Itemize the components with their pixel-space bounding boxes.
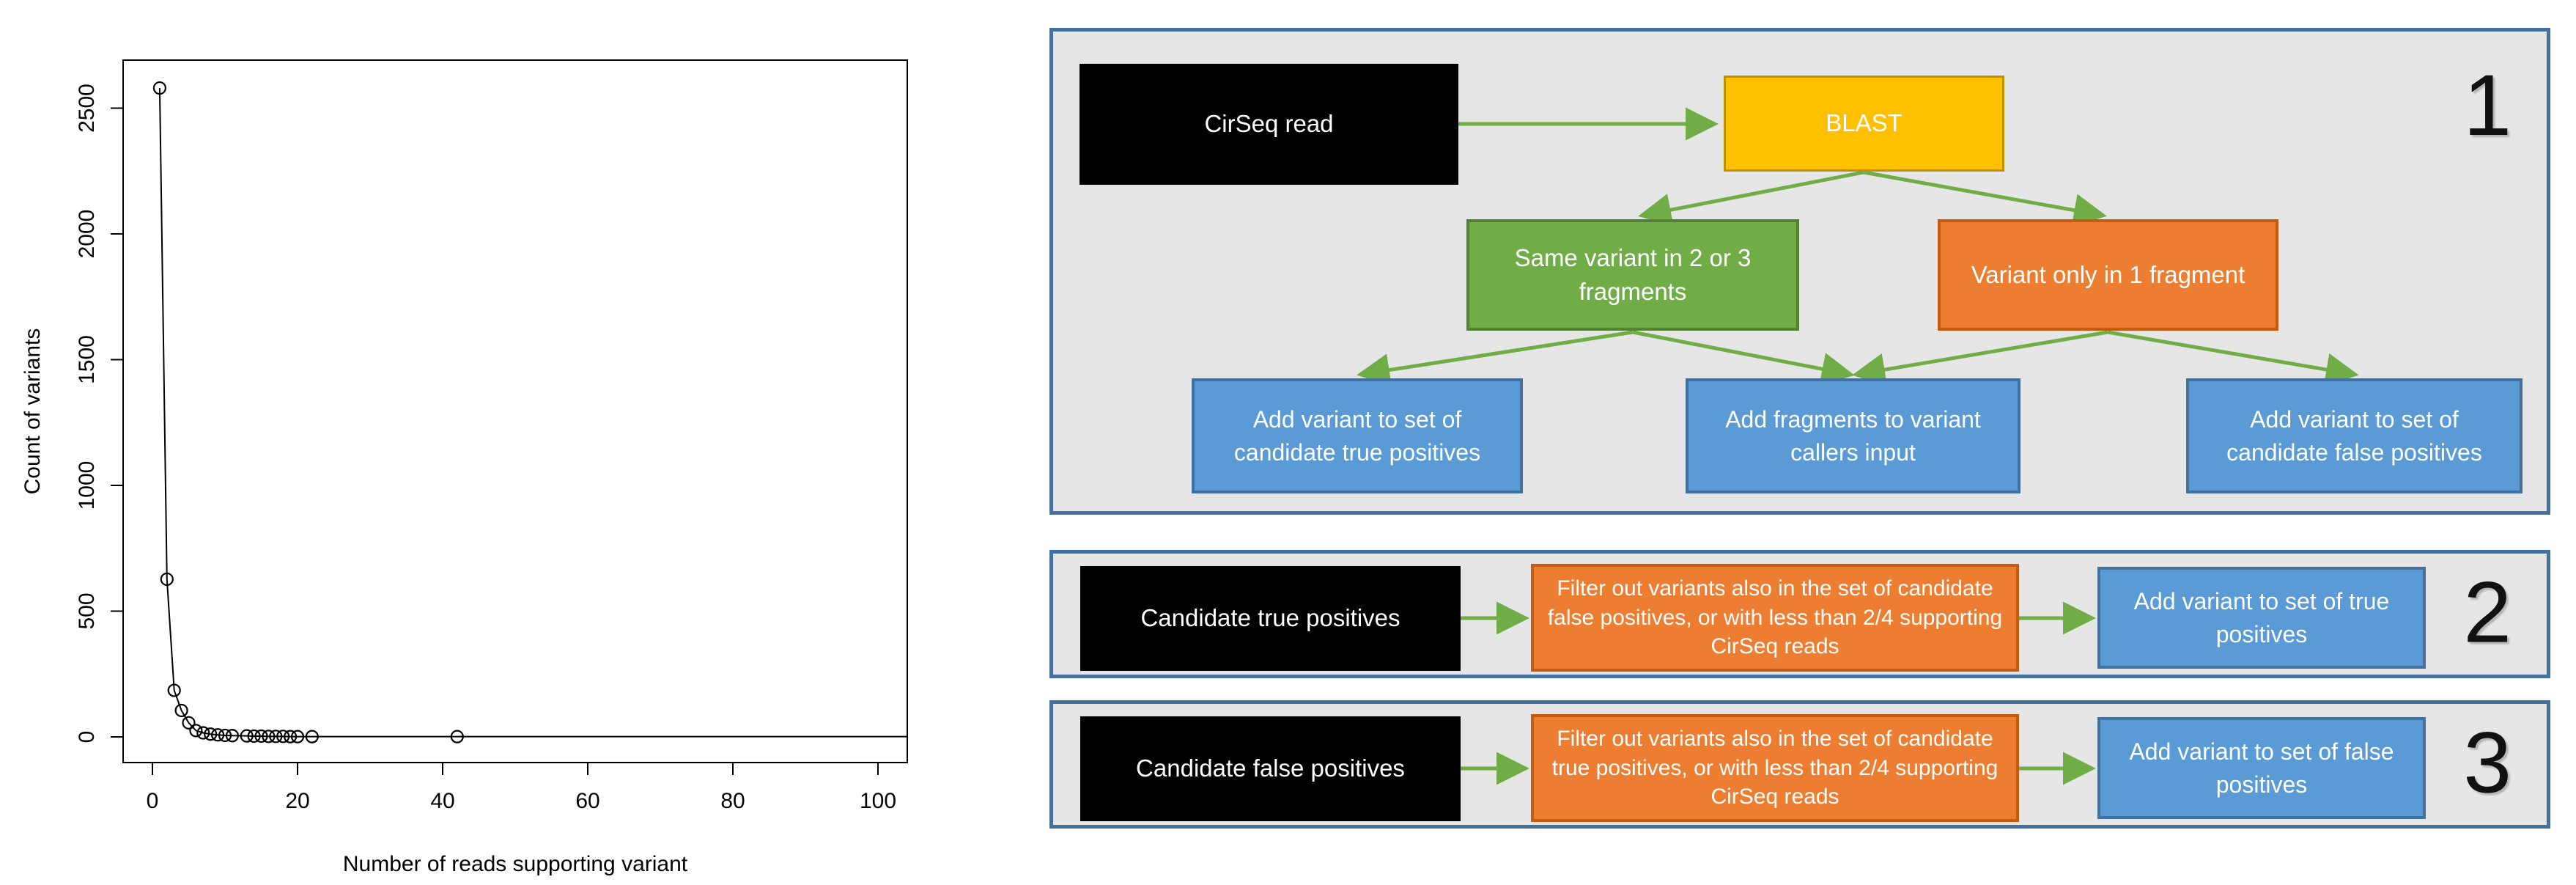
node-add-candidate-true-positives: Add variant to set of candidate true pos…: [1192, 378, 1523, 493]
data-point: [174, 703, 188, 718]
y-tick-label: 2000: [75, 210, 99, 259]
flow-panel-3: Candidate false positives Filter out var…: [1049, 700, 2550, 829]
y-tick-label: 2500: [75, 84, 99, 133]
panel-number-3: 3: [2463, 714, 2512, 812]
node-variant-only-1-fragment: Variant only in 1 fragment: [1938, 219, 2278, 331]
data-point: [305, 730, 319, 743]
arrow-branchleft-to-outcome-left: [1357, 330, 1634, 386]
data-point: [225, 729, 239, 743]
data-point: [450, 730, 464, 743]
x-tick-label: 100: [860, 789, 896, 813]
data-point: [160, 572, 174, 587]
node-candidate-true-positives: Candidate true positives: [1080, 566, 1461, 671]
data-point: [262, 730, 276, 743]
arrow-branchleft-to-outcome-mid: [1632, 330, 1855, 386]
node-cirseq-read: CirSeq read: [1080, 64, 1458, 185]
data-point: [247, 729, 261, 743]
x-axis-title: Number of reads supporting variant: [343, 852, 688, 876]
data-point: [254, 729, 268, 743]
x-tick-label: 60: [575, 789, 599, 813]
arrow-branchright-to-outcome-right: [2107, 330, 2359, 386]
data-point: [284, 730, 298, 743]
y-tick-label: 500: [75, 592, 99, 629]
x-tick-label: 80: [720, 789, 745, 813]
data-point: [152, 81, 166, 95]
node-filter-false-positives: Filter out variants also in the set of c…: [1531, 714, 2019, 822]
plot-frame: [122, 59, 908, 763]
node-same-variant-2-3-fragments: Same variant in 2 or 3 fragments: [1466, 219, 1799, 331]
data-point: [290, 730, 305, 743]
data-point: [218, 728, 232, 743]
data-point: [167, 683, 181, 697]
x-tick-label: 40: [430, 789, 454, 813]
data-point: [204, 727, 218, 741]
y-tick-label: 0: [75, 731, 99, 743]
y-tick-label: 1500: [75, 335, 99, 384]
node-add-fragments-variant-callers: Add fragments to variant callers input: [1686, 378, 2020, 493]
data-point: [276, 730, 290, 743]
data-point: [182, 716, 196, 730]
data-point: [189, 724, 203, 738]
arrow-blast-to-branch-right: [1863, 170, 2107, 227]
y-axis-title: Count of variants: [21, 328, 45, 495]
node-filter-true-positives: Filter out variants also in the set of c…: [1531, 564, 2019, 672]
data-line: [158, 88, 907, 738]
flow-panel-2: Candidate true positives Filter out vari…: [1049, 550, 2550, 678]
data-point: [269, 730, 283, 743]
node-blast: BLAST: [1724, 76, 2004, 172]
panel-number-2: 2: [2463, 564, 2512, 661]
arrow-branchright-to-outcome-mid: [1852, 330, 2108, 386]
x-tick-label: 20: [285, 789, 309, 813]
panel-number-1: 1: [2463, 57, 2512, 154]
x-tick-label: 0: [147, 789, 159, 813]
node-add-false-positives: Add variant to set of false positives: [2097, 717, 2426, 819]
node-add-candidate-false-positives: Add variant to set of candidate false po…: [2186, 378, 2523, 493]
data-point: [211, 728, 225, 742]
flow-panel-1: CirSeq read BLAST Same variant in 2 or 3…: [1049, 28, 2550, 515]
arrow-blast-to-branch-left: [1638, 170, 1864, 227]
y-tick-label: 1000: [75, 461, 99, 510]
node-add-true-positives: Add variant to set of true positives: [2097, 567, 2426, 669]
data-point: [240, 729, 254, 743]
data-point: [196, 726, 210, 740]
node-candidate-false-positives: Candidate false positives: [1080, 716, 1461, 821]
